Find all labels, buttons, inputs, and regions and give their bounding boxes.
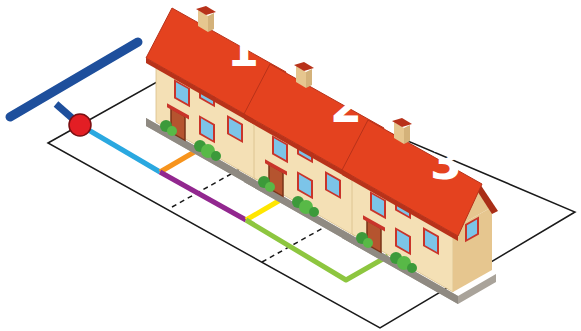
- callout-number: 1: [227, 27, 259, 73]
- callout-number: 3: [430, 140, 462, 186]
- callout-number: 2: [330, 83, 362, 129]
